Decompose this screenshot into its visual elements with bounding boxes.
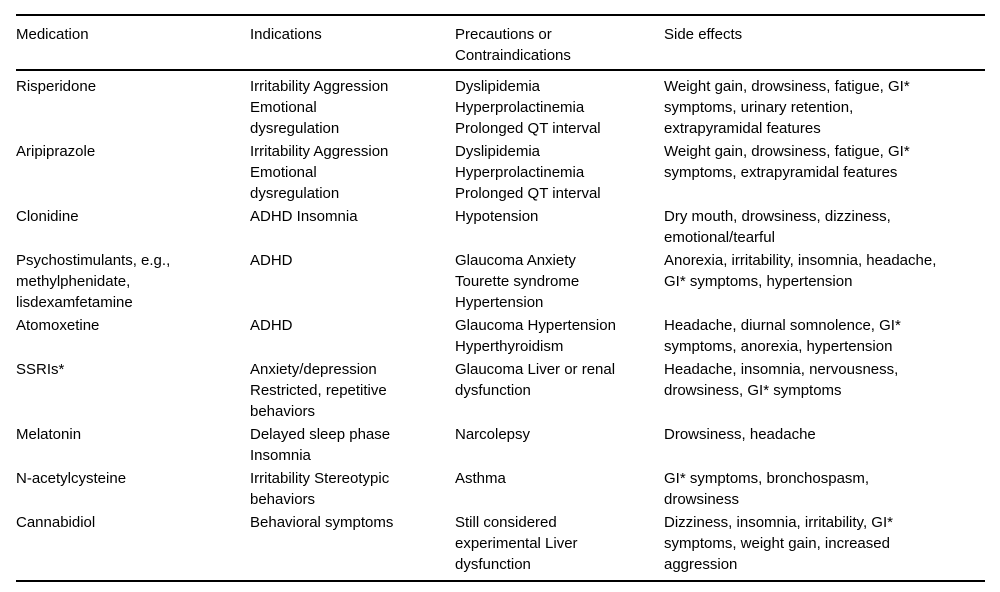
- cell-precautions: Glaucoma Hypertension Hyperthyroidism: [455, 314, 664, 358]
- cell-precautions-text: Glaucoma Liver or renal dysfunction: [455, 361, 616, 399]
- cell-precautions: Hypotension: [455, 205, 664, 249]
- cell-medication: Atomoxetine: [16, 314, 250, 358]
- cell-precautions: Glaucoma Liver or renal dysfunction: [455, 358, 664, 423]
- cell-precautions: Glaucoma Anxiety Tourette syndrome Hyper…: [455, 249, 664, 314]
- cell-precautions-text: Still considered experimental Liver dysf…: [455, 514, 578, 573]
- column-header-medication: Medication: [16, 15, 250, 71]
- cell-indications-text: ADHD Insomnia: [250, 208, 358, 225]
- cell-side-effects-text: Headache, insomnia, nervousness, drowsin…: [664, 361, 899, 399]
- table-row: Psychostimulants, e.g., methylphenidate,…: [16, 249, 985, 314]
- column-header-precautions-label: Precautions or Contraindications: [455, 26, 571, 64]
- cell-medication: Melatonin: [16, 423, 250, 467]
- cell-medication-text: Melatonin: [16, 426, 82, 443]
- cell-medication-text: SSRIs*: [16, 361, 65, 378]
- cell-indications-text: Delayed sleep phase Insomnia: [250, 426, 391, 464]
- cell-precautions-text: Dyslipidemia Hyperprolactinemia Prolonge…: [455, 143, 601, 202]
- cell-side-effects-text: Drowsiness, headache: [664, 426, 816, 443]
- cell-indications: Behavioral symptoms: [250, 511, 455, 581]
- cell-indications: Irritability Stereotypic behaviors: [250, 467, 455, 511]
- cell-medication-text: Aripiprazole: [16, 143, 96, 160]
- cell-precautions-text: Hypotension: [455, 208, 539, 225]
- cell-indications-text: Irritability Aggression Emotional dysreg…: [250, 78, 389, 137]
- cell-indications-text: Irritability Stereotypic behaviors: [250, 470, 390, 508]
- cell-side-effects-text: Weight gain, drowsiness, fatigue, GI* sy…: [664, 143, 910, 181]
- table-row: Risperidone Irritability Aggression Emoti…: [16, 70, 985, 140]
- cell-precautions: Dyslipidemia Hyperprolactinemia Prolonge…: [455, 140, 664, 205]
- column-header-precautions: Precautions or Contraindications: [455, 15, 664, 71]
- cell-medication: Psychostimulants, e.g., methylphenidate,…: [16, 249, 250, 314]
- cell-indications-text: Irritability Aggression Emotional dysreg…: [250, 143, 389, 202]
- column-header-medication-label: Medication: [16, 26, 89, 43]
- cell-side-effects: Dry mouth, drowsiness, dizziness, emotio…: [664, 205, 985, 249]
- cell-medication-text: Atomoxetine: [16, 317, 100, 334]
- cell-medication: N-acetylcysteine: [16, 467, 250, 511]
- cell-side-effects-text: GI* symptoms, bronchospasm, drowsiness: [664, 470, 870, 508]
- cell-precautions: Still considered experimental Liver dysf…: [455, 511, 664, 581]
- cell-side-effects: Headache, diurnal somnolence, GI* sympto…: [664, 314, 985, 358]
- cell-precautions: Narcolepsy: [455, 423, 664, 467]
- cell-medication-text: Risperidone: [16, 78, 97, 95]
- cell-side-effects-text: Dizziness, insomnia, irritability, GI* s…: [664, 514, 893, 573]
- cell-medication-text: Cannabidiol: [16, 514, 96, 531]
- cell-indications-text: ADHD: [250, 317, 293, 334]
- header-row: Medication Indications Precautions or Co…: [16, 15, 985, 71]
- cell-precautions-text: Narcolepsy: [455, 426, 531, 443]
- cell-indications: ADHD: [250, 314, 455, 358]
- cell-precautions-text: Asthma: [455, 470, 506, 487]
- cell-side-effects: Weight gain, drowsiness, fatigue, GI* sy…: [664, 140, 985, 205]
- cell-medication: SSRIs*: [16, 358, 250, 423]
- table-row: Clonidine ADHD Insomnia Hypotension Dry mou…: [16, 205, 985, 249]
- cell-indications: ADHD: [250, 249, 455, 314]
- cell-indications: Anxiety/depression Restricted, repetitiv…: [250, 358, 455, 423]
- table-row: N-acetylcysteine Irritability Stereotypic…: [16, 467, 985, 511]
- cell-precautions-text: Dyslipidemia Hyperprolactinemia Prolonge…: [455, 78, 601, 137]
- table-row: SSRIs* Anxiety/depression Restricted, rep…: [16, 358, 985, 423]
- medication-table: Medication Indications Precautions or Co…: [16, 14, 985, 582]
- cell-medication: Clonidine: [16, 205, 250, 249]
- column-header-side-effects-label: Side effects: [664, 26, 743, 43]
- table-row: Atomoxetine ADHD Glaucoma Hypertension Hyp…: [16, 314, 985, 358]
- cell-medication: Risperidone: [16, 70, 250, 140]
- cell-precautions: Dyslipidemia Hyperprolactinemia Prolonge…: [455, 70, 664, 140]
- cell-medication: Cannabidiol: [16, 511, 250, 581]
- cell-side-effects-text: Dry mouth, drowsiness, dizziness, emotio…: [664, 208, 891, 246]
- cell-side-effects: Drowsiness, headache: [664, 423, 985, 467]
- column-header-side-effects: Side effects: [664, 15, 985, 71]
- cell-medication-text: Psychostimulants, e.g., methylphenidate,…: [16, 252, 171, 311]
- cell-medication-text: N-acetylcysteine: [16, 470, 127, 487]
- column-header-indications-label: Indications: [250, 26, 322, 43]
- cell-indications: Delayed sleep phase Insomnia: [250, 423, 455, 467]
- cell-side-effects: Dizziness, insomnia, irritability, GI* s…: [664, 511, 985, 581]
- cell-side-effects-text: Headache, diurnal somnolence, GI* sympto…: [664, 317, 901, 355]
- cell-indications-text: Anxiety/depression Restricted, repetitiv…: [250, 361, 387, 420]
- cell-precautions: Asthma: [455, 467, 664, 511]
- cell-indications: Irritability Aggression Emotional dysreg…: [250, 70, 455, 140]
- table-row: Cannabidiol Behavioral symptoms Still cons…: [16, 511, 985, 581]
- cell-indications-text: Behavioral symptoms: [250, 514, 394, 531]
- cell-side-effects-text: Anorexia, irritability, insomnia, headac…: [664, 252, 937, 290]
- cell-indications: Irritability Aggression Emotional dysreg…: [250, 140, 455, 205]
- cell-side-effects: Headache, insomnia, nervousness, drowsin…: [664, 358, 985, 423]
- cell-precautions-text: Glaucoma Hypertension Hyperthyroidism: [455, 317, 616, 355]
- cell-side-effects: Anorexia, irritability, insomnia, headac…: [664, 249, 985, 314]
- table-header: Medication Indications Precautions or Co…: [16, 15, 985, 71]
- cell-side-effects: Weight gain, drowsiness, fatigue, GI* sy…: [664, 70, 985, 140]
- cell-indications-text: ADHD: [250, 252, 293, 269]
- cell-medication: Aripiprazole: [16, 140, 250, 205]
- table-row: Aripiprazole Irritability Aggression Emot…: [16, 140, 985, 205]
- cell-precautions-text: Glaucoma Anxiety Tourette syndrome Hyper…: [455, 252, 580, 311]
- table-row: Melatonin Delayed sleep phase Insomnia Nar…: [16, 423, 985, 467]
- cell-side-effects: GI* symptoms, bronchospasm, drowsiness: [664, 467, 985, 511]
- cell-side-effects-text: Weight gain, drowsiness, fatigue, GI* sy…: [664, 78, 910, 137]
- cell-indications: ADHD Insomnia: [250, 205, 455, 249]
- column-header-indications: Indications: [250, 15, 455, 71]
- cell-medication-text: Clonidine: [16, 208, 79, 225]
